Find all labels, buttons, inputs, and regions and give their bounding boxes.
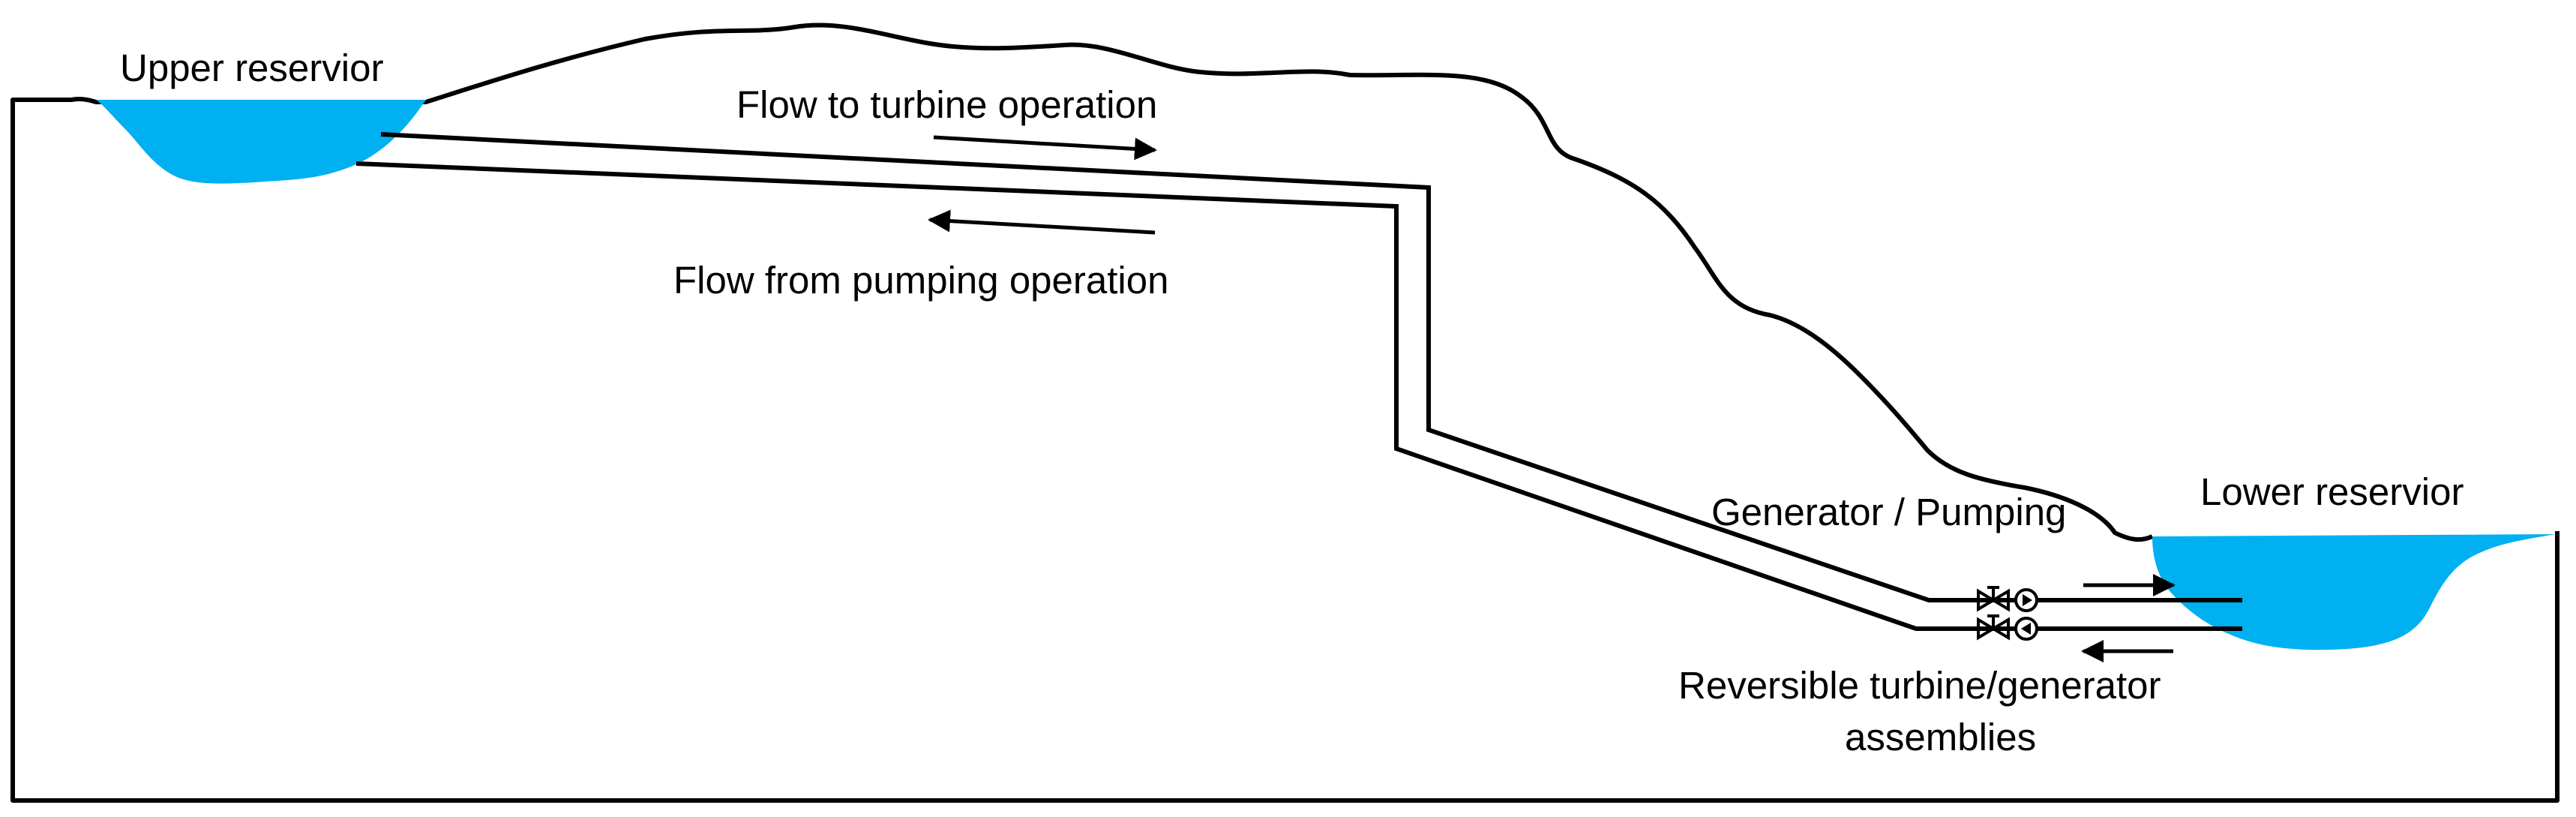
flow-pumping-label: Flow from pumping operation: [673, 259, 1169, 302]
upper-reservoir-water: [96, 100, 426, 184]
valve-icon: [1977, 586, 2010, 612]
reversible-assemblies-label-line2: assemblies: [1845, 716, 2036, 758]
flow-pumping-arrow: [928, 209, 1156, 235]
penstock-lower-line: [355, 161, 2242, 631]
upper-reservoir-label: Upper reservior: [120, 47, 383, 89]
pump-icon: [2014, 617, 2038, 641]
lower-reservoir-label: Lower reservior: [2200, 470, 2464, 513]
reversible-assemblies-label-line1: Reversible turbine/generator: [1678, 664, 2161, 707]
flow-turbine-label: Flow to turbine operation: [736, 83, 1157, 126]
lower-reservoir-water: [2152, 534, 2556, 650]
generator-pumping-label: Generator / Pumping: [1711, 491, 2066, 533]
flow-turbine-arrow: [933, 135, 1157, 161]
terrain-outline: [10, 23, 2560, 803]
turbine-icon: [2014, 588, 2038, 612]
valve-icon: [1977, 614, 2010, 641]
